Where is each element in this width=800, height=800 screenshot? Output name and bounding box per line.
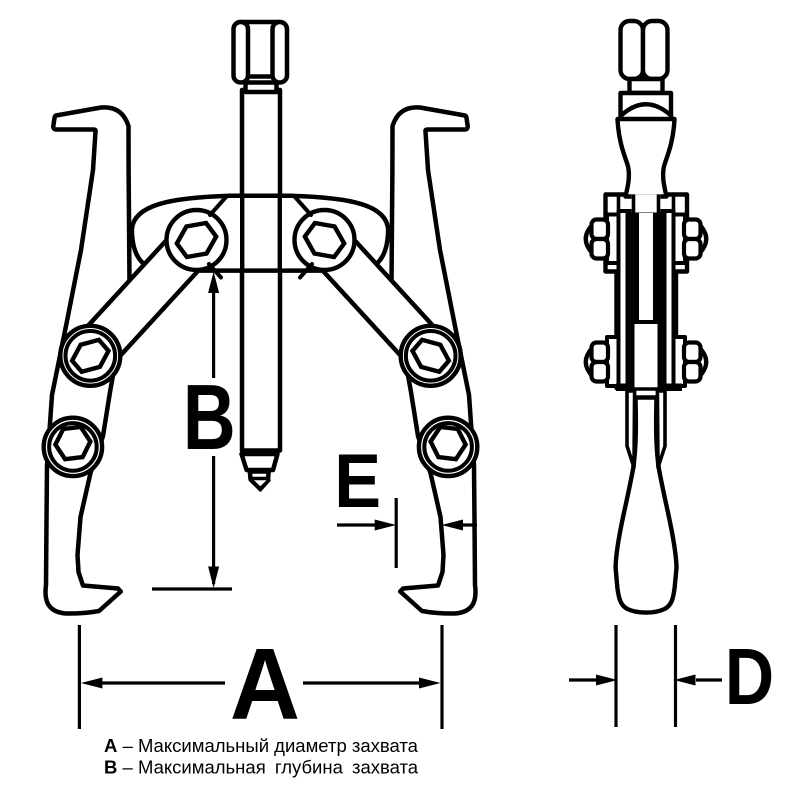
svg-text:B: B xyxy=(183,365,236,469)
svg-text:D: D xyxy=(725,632,774,721)
svg-text:E: E xyxy=(334,438,381,523)
svg-text:A: A xyxy=(230,628,300,741)
svg-text:А – Максимальный диаметр захва: А – Максимальный диаметр захвата xyxy=(104,735,419,756)
svg-text:В – Максимальная глубина захв: В – Максимальная глубина захвата xyxy=(104,757,419,778)
